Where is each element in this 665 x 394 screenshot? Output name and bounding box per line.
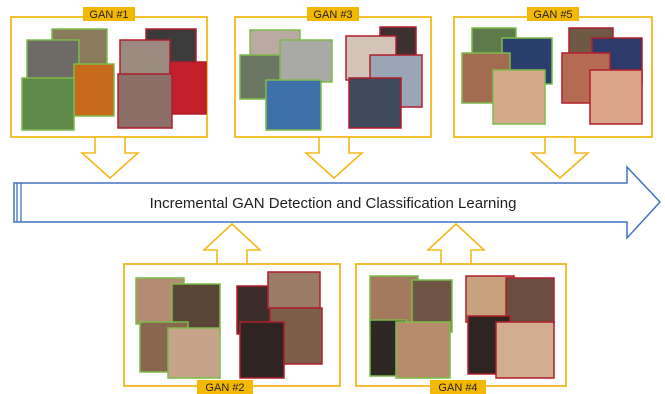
panel-label-bg [307, 7, 359, 21]
image-group-real-gan-3 [239, 29, 333, 131]
image-group-real-gan-1 [21, 28, 115, 131]
image-group-real-gan-2 [135, 277, 221, 379]
panel-gan-4: GAN #4 [355, 222, 567, 394]
up-arrow [201, 222, 263, 266]
thumbnail-fake [348, 77, 402, 129]
thumbnail-real [26, 39, 80, 81]
panel-gan-1: GAN #1 [10, 7, 208, 180]
thumbnail-real [265, 79, 322, 131]
up-arrow [425, 222, 487, 266]
panel-gan-3: GAN #3 [234, 7, 432, 180]
thumbnail-fake [239, 321, 285, 379]
image-group-real-gan-5 [461, 27, 553, 125]
thumbnail-real [21, 77, 75, 131]
image-group-real-gan-4 [369, 275, 453, 379]
image-group-fake-gan-2 [236, 271, 323, 379]
panel-gan-5: GAN #5 [453, 7, 653, 180]
panel-label: GAN #4 [438, 382, 477, 394]
image-group-fake-gan-3 [345, 26, 423, 129]
thumbnail-fake [169, 61, 207, 115]
thumbnail-fake [589, 69, 643, 125]
image-group-fake-gan-1 [117, 28, 207, 129]
down-arrow [529, 136, 591, 180]
down-arrow [79, 136, 141, 180]
thumbnail-fake [267, 271, 321, 309]
thumbnail-fake [117, 73, 173, 129]
panel-label-bg [430, 380, 486, 394]
thumbnail-fake [505, 277, 555, 325]
banner-text: Incremental GAN Detection and Classifica… [150, 195, 517, 212]
panel-label-bg [83, 7, 135, 21]
panel-label: GAN #5 [533, 9, 572, 21]
panel-gan-2: GAN #2 [123, 222, 341, 394]
thumbnail-real [492, 69, 546, 125]
thumbnail-real [167, 327, 221, 379]
down-arrow [303, 136, 365, 180]
thumbnail-real [279, 39, 333, 83]
image-group-fake-gan-5 [561, 27, 643, 125]
thumbnail-fake [495, 321, 555, 379]
panel-label-bg [197, 380, 253, 394]
thumbnail-real [73, 63, 115, 117]
main-arrow: Incremental GAN Detection and Classifica… [13, 165, 662, 240]
thumbnail-real [395, 321, 451, 379]
panel-label: GAN #2 [205, 382, 244, 394]
panel-label: GAN #1 [89, 9, 128, 21]
image-group-fake-gan-4 [465, 275, 555, 379]
panel-label: GAN #3 [313, 9, 352, 21]
panel-label-bg [527, 7, 579, 21]
